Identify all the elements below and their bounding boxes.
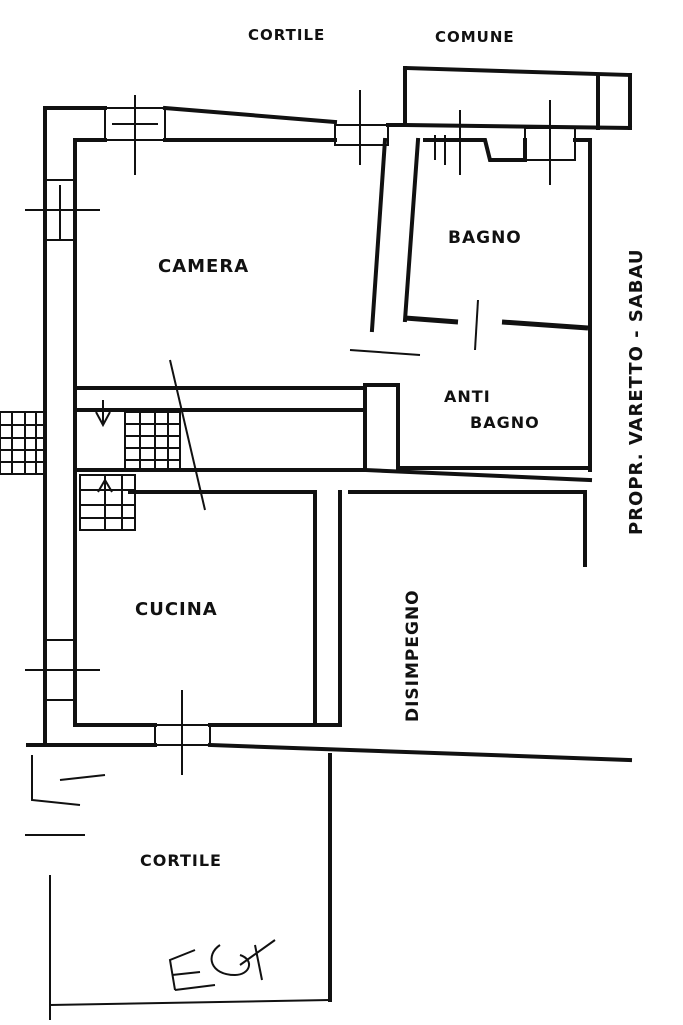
stairs [0, 359, 206, 531]
label-cortile-comune-2: COMUNE [435, 28, 515, 46]
signature-mark [168, 939, 276, 991]
label-disimpegno: DISIMPEGNO [403, 589, 423, 722]
label-bagno: BAGNO [448, 228, 522, 248]
label-cortile: CORTILE [140, 851, 222, 870]
label-camera: CAMERA [158, 256, 249, 277]
label-anti: ANTI [444, 387, 491, 406]
label-antibagno: BAGNO [470, 413, 540, 432]
label-cucina: CUCINA [135, 599, 218, 620]
courtyard-fixture [25, 755, 106, 836]
label-cortile-comune-1: CORTILE [248, 26, 325, 44]
window-symbols [25, 90, 576, 775]
interior-walls [49, 137, 593, 1020]
label-proprieta: PROPR. VARETTO - SABAU [626, 248, 647, 535]
